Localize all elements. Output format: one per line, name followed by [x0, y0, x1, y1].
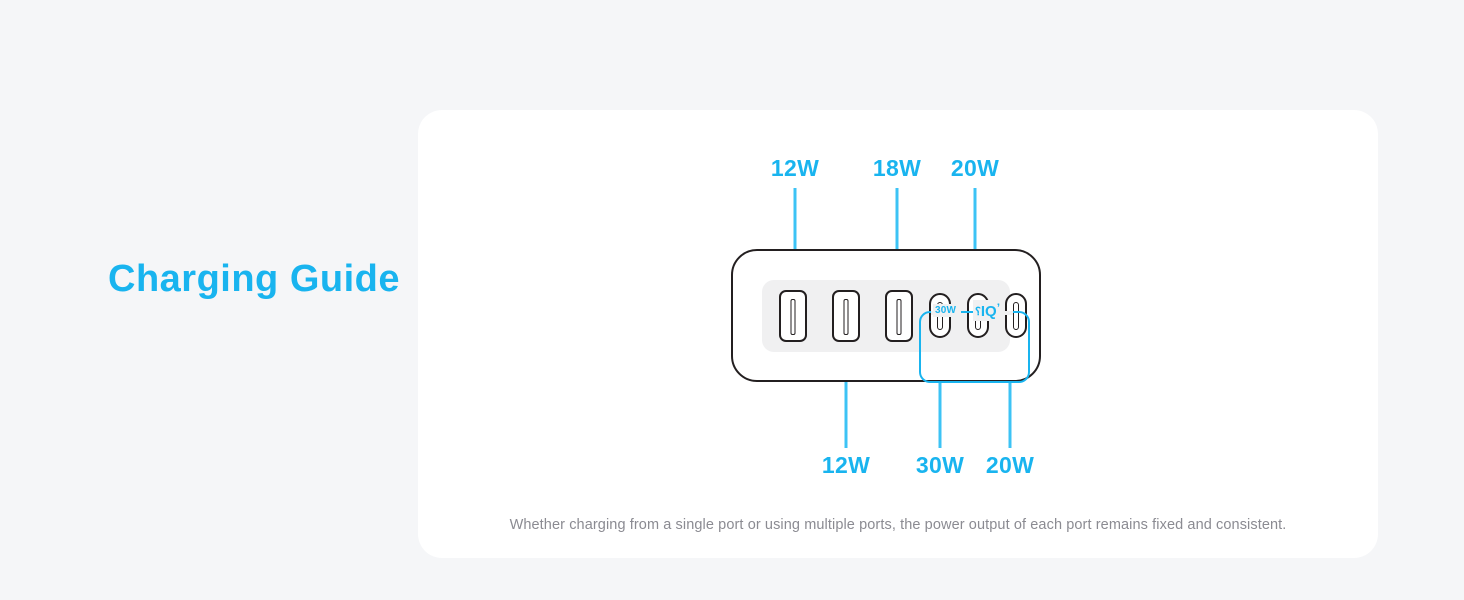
bottom-watt-label-2: 30W: [915, 452, 965, 478]
lightning-bolt-icon: ⸮: [975, 306, 981, 318]
top-leader-line-2: [895, 188, 899, 280]
usb-a-port-2: [832, 290, 860, 342]
page-title: Charging Guide: [108, 258, 400, 300]
usb-a-port-1: [779, 290, 807, 342]
charger-device-illustration: 30W ⸮IQ’: [731, 249, 1041, 387]
top-watt-label-2: 18W: [872, 155, 922, 181]
bottom-leader-line-2: [938, 356, 942, 448]
top-watt-label-3: 20W: [950, 155, 1000, 181]
port-panel: 30W ⸮IQ’: [762, 280, 1030, 383]
top-watt-label-1: 12W: [770, 155, 820, 181]
power-iq-group-box: 30W ⸮IQ’: [919, 300, 1030, 383]
top-leader-line-3: [973, 188, 977, 280]
power-iq-brand-text: IQ: [980, 303, 997, 320]
bottom-watt-label-3: 20W: [985, 452, 1035, 478]
caption-text: Whether charging from a single port or u…: [509, 517, 1287, 533]
power-iq-brand-badge: ⸮IQ’: [973, 300, 1003, 321]
iq-group-wattage-label: 30W: [933, 304, 959, 317]
power-iq-brand-tick: ’: [996, 301, 1001, 315]
bottom-watt-label-1: 12W: [821, 452, 871, 478]
usb-a-port-3: [885, 290, 913, 342]
top-leader-line-1: [793, 188, 797, 280]
bottom-leader-line-3: [1008, 356, 1012, 448]
bottom-leader-line-1: [844, 356, 848, 448]
